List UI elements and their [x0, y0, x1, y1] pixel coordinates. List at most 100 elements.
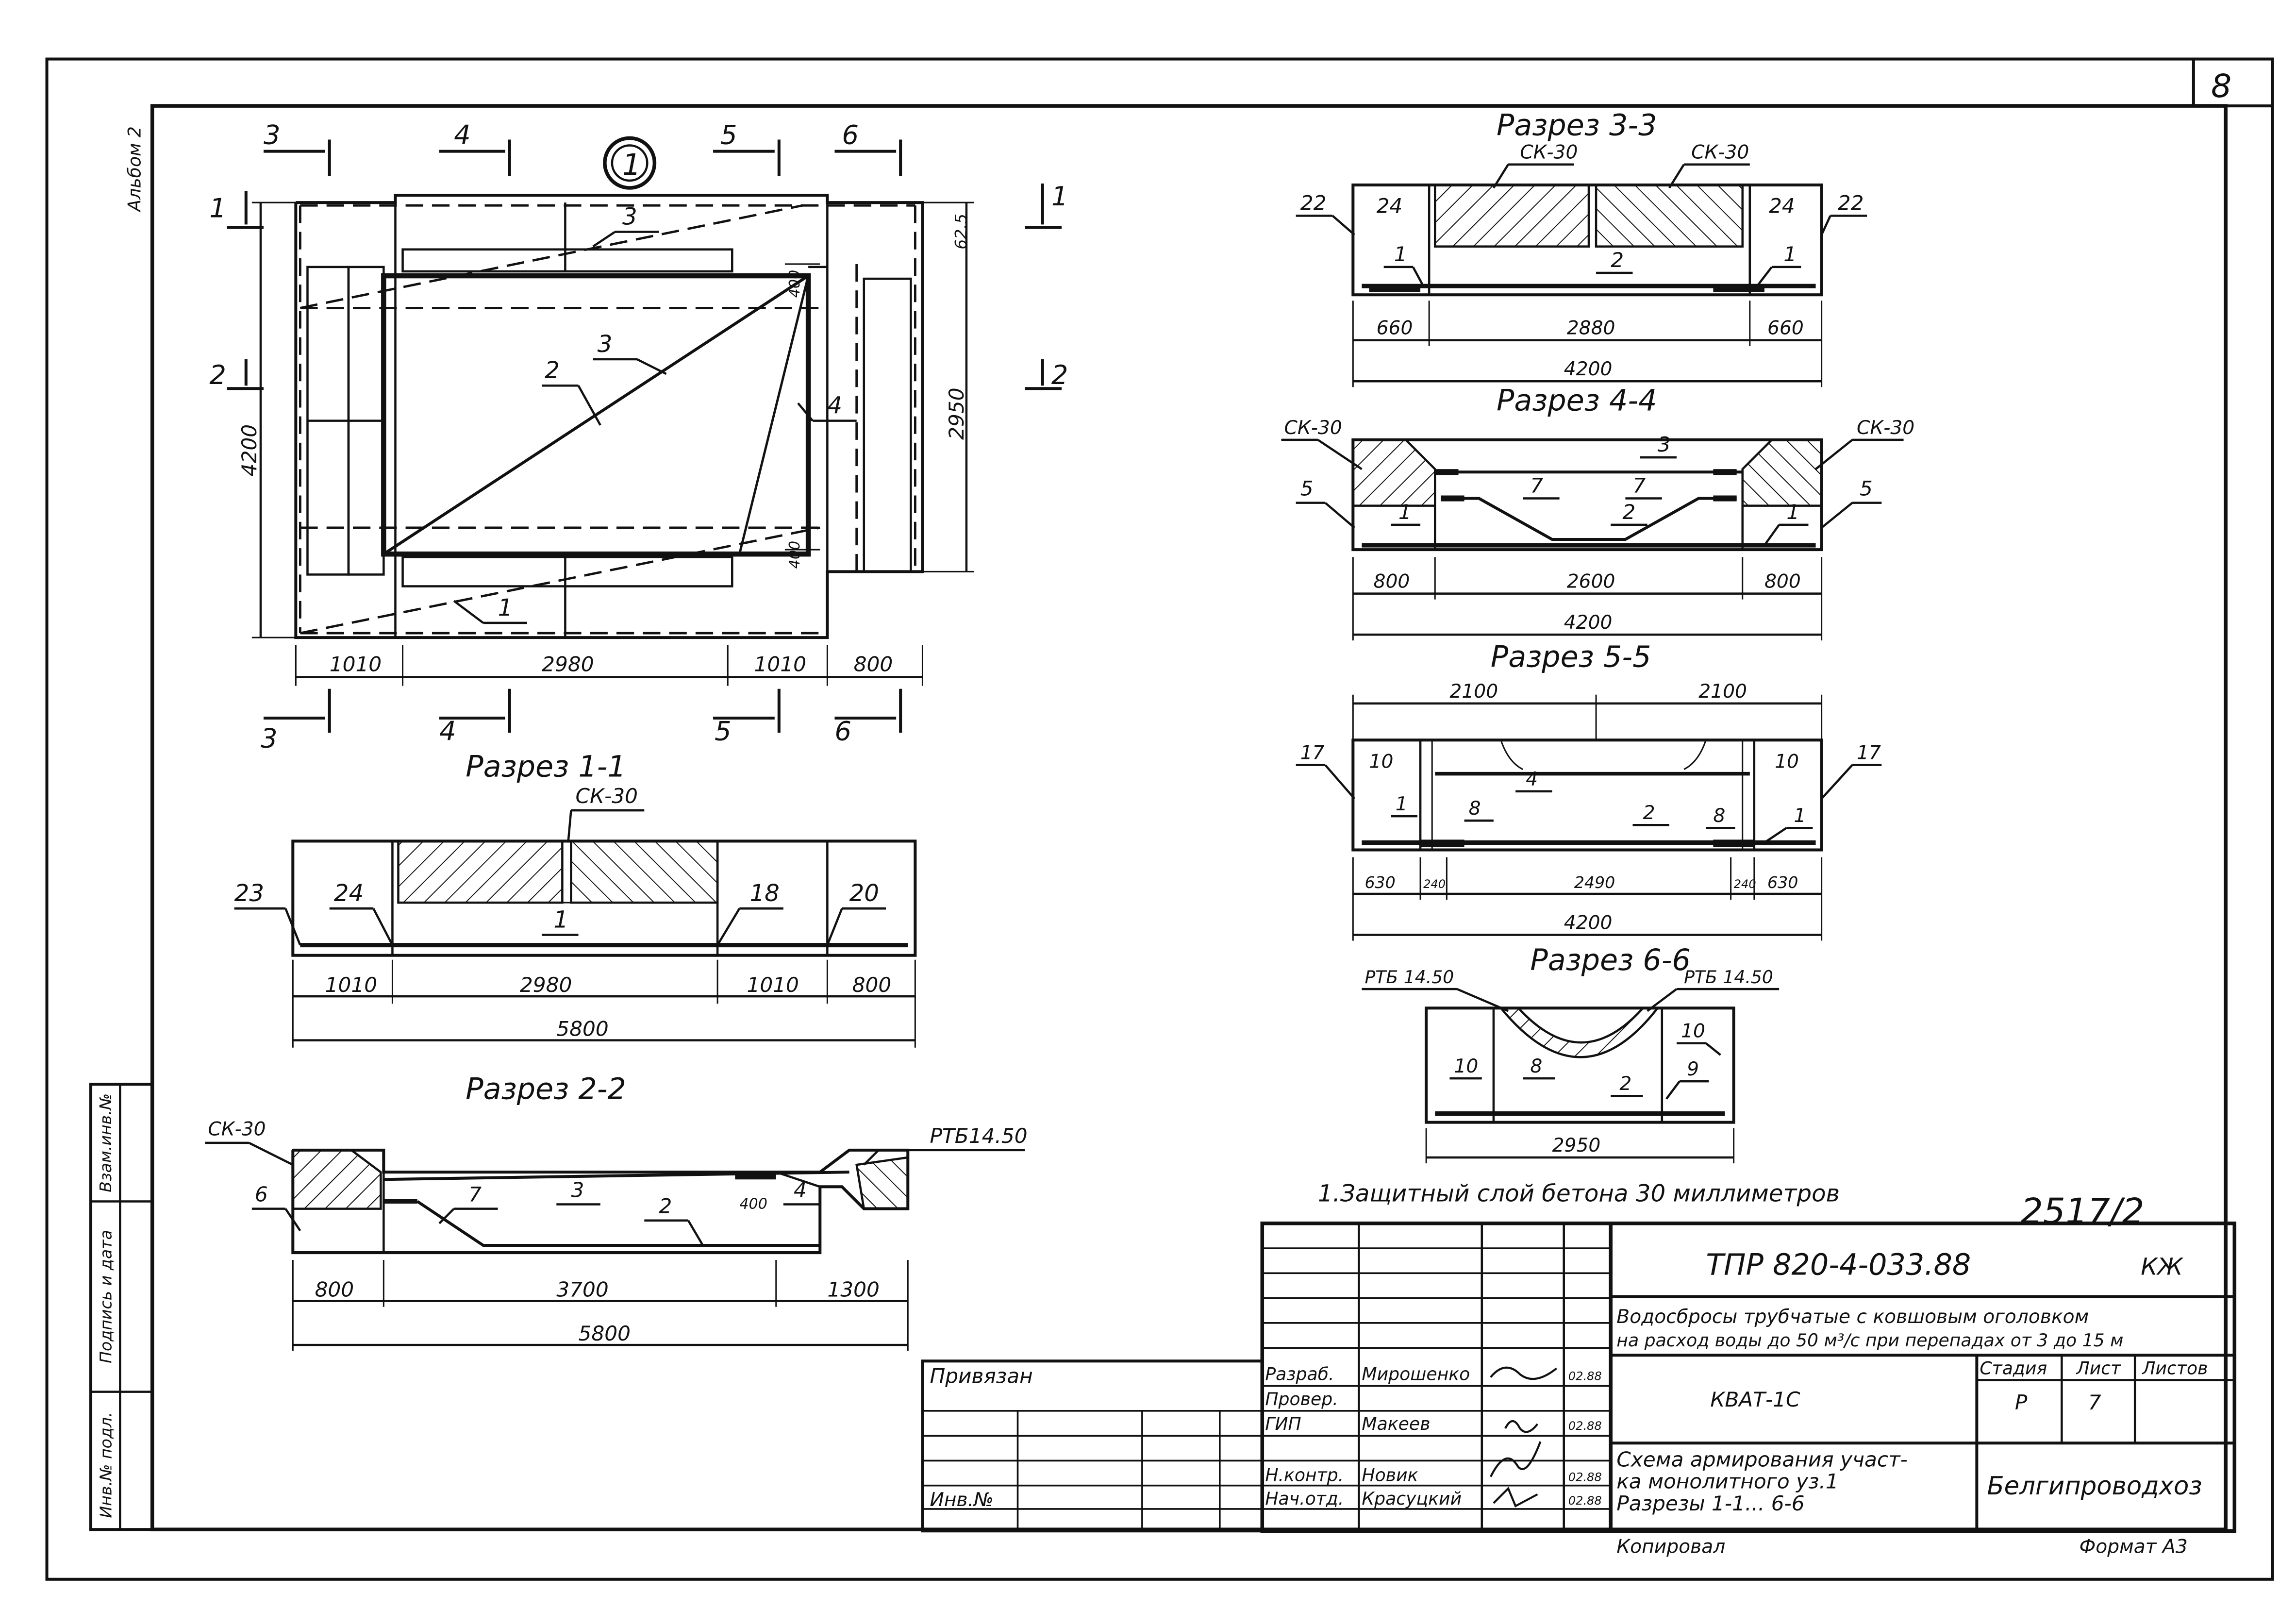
document-mark: КЖ [2141, 1253, 2183, 1280]
cut-1-left: 1 [209, 193, 226, 223]
sec33-1b: 1 [1783, 242, 1797, 266]
side-stamp-replace: Взам.инв.№ [96, 1093, 115, 1192]
album-label: Альбом 2 [124, 126, 145, 213]
sec66-8: 8 [1530, 1056, 1542, 1077]
sec66-total: 2950 [1552, 1135, 1601, 1156]
plan-rebar-3: 3 [598, 331, 613, 358]
cut-2-right: 2 [1051, 360, 1068, 390]
sec22-dim2: 3700 [556, 1278, 608, 1302]
plan-dim-b3: 1010 [754, 652, 806, 676]
sheet-value: 7 [2088, 1391, 2101, 1414]
sec66-10a: 10 [1454, 1056, 1478, 1077]
sec55-1a: 1 [1396, 793, 1408, 815]
sec55-4: 4 [1526, 769, 1538, 790]
plan-rebar-3-top: 3 [622, 203, 637, 230]
object-code: КВАТ-1С [1710, 1388, 1800, 1411]
name-gip: Макеев [1362, 1413, 1430, 1434]
header-list: Лист [2076, 1358, 2122, 1378]
cut-5-bottom: 5 [715, 716, 732, 746]
header-stadiya: Стадия [1980, 1358, 2047, 1378]
cut-3-top: 3 [264, 120, 281, 151]
section-3-3: Разрез 3-3 СК-30 СК-30 22 22 24 24 1 1 2 [1296, 108, 1867, 387]
sec44-dim1: 800 [1374, 571, 1410, 593]
sec66-2: 2 [1619, 1073, 1631, 1095]
sec33-24a: 24 [1377, 194, 1403, 218]
role-nkontr: Н.контр. [1265, 1465, 1344, 1486]
sec22-7: 7 [468, 1182, 482, 1206]
sec55-10b: 10 [1775, 751, 1799, 773]
sec33-1a: 1 [1394, 242, 1407, 266]
sec55-dim1: 630 [1364, 873, 1395, 892]
plan-dim-top-right: 62.5 [951, 214, 970, 250]
sec55-8b: 8 [1713, 805, 1725, 827]
plan-rebar-4: 4 [827, 392, 842, 419]
sec33-2: 2 [1611, 248, 1624, 272]
header-listov: Листов [2141, 1358, 2208, 1378]
sec22-4: 4 [794, 1178, 807, 1202]
sec66-10b: 10 [1681, 1021, 1705, 1042]
cut-2-left: 2 [209, 360, 226, 390]
plan-dim-b4: 800 [854, 652, 893, 676]
sec55-dim2: 240 [1423, 877, 1446, 891]
sec44-3: 3 [1658, 433, 1671, 456]
date-nachotd: 02.88 [1568, 1494, 1602, 1508]
sec44-2: 2 [1622, 500, 1635, 524]
sec44-total: 4200 [1564, 612, 1613, 634]
sec33-ck2: СК-30 [1691, 142, 1749, 164]
sec44-ck1: СК-30 [1284, 417, 1342, 439]
sec55-topdim2: 2100 [1698, 681, 1747, 703]
sec11-dim1: 1010 [325, 973, 377, 997]
section-4-4: Разрез 4-4 СК-30 СК-30 5 5 3 7 7 1 [1281, 384, 1914, 641]
plan-dim-b1: 1010 [330, 652, 382, 676]
description-line2: на расход воды до 50 м³/с при перепадах … [1616, 1330, 2123, 1351]
sec11-18: 18 [749, 880, 779, 907]
stamp-number: 2517/2 [2021, 1191, 2145, 1232]
side-stamp-sign: Подпись и дата [96, 1230, 115, 1363]
sec11-dim3: 1010 [747, 973, 799, 997]
section-3-3-title: Разрез 3-3 [1497, 108, 1657, 142]
side-stamp: Инв.№ подл. Подпись и дата Взам.инв.№ [89, 1083, 154, 1531]
plan-dim-b2: 2980 [542, 652, 594, 676]
document-code: ТПР 820-4-033.88 [1706, 1248, 1971, 1282]
sec33-dim3: 660 [1767, 318, 1804, 339]
note-protective-layer: 1.Защитный слой бетона 30 миллиметров [1318, 1180, 1840, 1207]
copied-label: Копировал [1616, 1536, 1725, 1558]
cut-4-bottom: 4 [439, 716, 456, 746]
sec11-dim2: 2980 [520, 973, 572, 997]
sec33-22b: 22 [1838, 191, 1864, 215]
section-4-4-title: Разрез 4-4 [1497, 384, 1657, 418]
sec33-24b: 24 [1769, 194, 1795, 218]
sec22-2: 2 [659, 1194, 672, 1218]
format-label: Формат А3 [2080, 1536, 2188, 1558]
plan-dim-400b: 400 [786, 541, 803, 569]
signatures [1489, 1366, 1557, 1508]
sec22-total: 5800 [579, 1322, 631, 1345]
sec44-ck2: СК-30 [1857, 417, 1914, 439]
sec44-7a: 7 [1530, 473, 1543, 497]
sec66-rtb1: РТБ 14.50 [1364, 967, 1454, 988]
name-nachotd: Красуцкий [1362, 1488, 1462, 1509]
sec55-1b: 1 [1794, 805, 1806, 827]
cut-4-top: 4 [454, 120, 471, 151]
sec44-1b: 1 [1786, 500, 1799, 524]
date-nkontr: 02.88 [1568, 1471, 1602, 1484]
sec55-topdim1: 2100 [1449, 681, 1498, 703]
cut-6-bottom: 6 [834, 716, 851, 746]
sec22-ck: СК-30 [208, 1119, 266, 1140]
sec33-dim2: 2880 [1567, 318, 1615, 339]
cut-6-top: 6 [842, 120, 859, 151]
date-gip: 02.88 [1568, 1419, 1602, 1433]
sec22-dim1: 800 [315, 1278, 354, 1302]
plan-view: 1 3 3 [209, 120, 1068, 754]
sec44-dim3: 800 [1764, 571, 1801, 593]
sheet-frame: 8 Альбом 2 [45, 57, 2274, 1581]
sec33-total: 4200 [1564, 358, 1613, 380]
description-line1: Водосбросы трубчатые с ковшовым оголовко… [1616, 1306, 2089, 1328]
side-stamp-inv: Инв.№ подл. [96, 1412, 115, 1518]
plan-dim-right: 2950 [945, 387, 968, 439]
sec55-dim5: 630 [1767, 873, 1798, 892]
sec66-9: 9 [1687, 1058, 1699, 1080]
section-1-1-title: Разрез 1-1 [466, 750, 626, 784]
sec33-ck1: СК-30 [1520, 142, 1578, 164]
sec55-10a: 10 [1369, 751, 1394, 773]
